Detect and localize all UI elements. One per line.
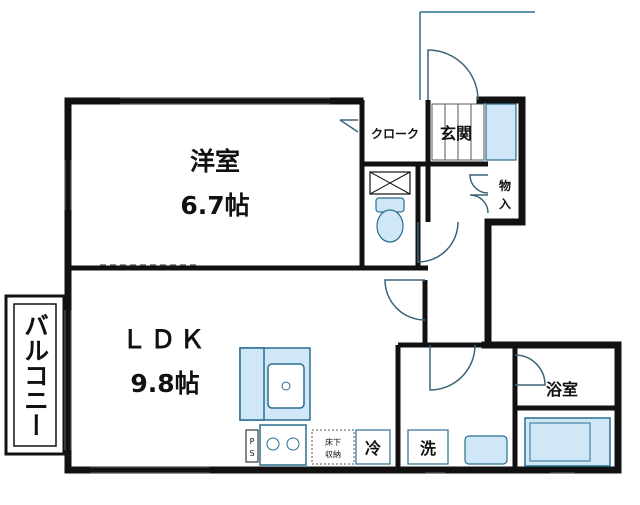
entrance-label: 玄関 — [440, 124, 472, 143]
ps-label-p: P — [250, 437, 255, 446]
floor-storage-label-2: 収納 — [325, 449, 341, 459]
bathtub — [524, 417, 611, 467]
ps-label-s: S — [249, 449, 254, 458]
storage-label-1: 物 — [499, 178, 511, 193]
bathtub-inner — [529, 422, 591, 462]
interior-walls — [68, 100, 618, 470]
washer-box — [407, 429, 449, 465]
floor-storage-label-1: 床下 — [325, 437, 341, 447]
toilet-fixture — [369, 171, 411, 243]
windows — [64, 97, 575, 474]
ldk-name: ＬＤＫ — [121, 325, 208, 354]
fridge-box — [355, 429, 391, 465]
sink-fixture — [464, 435, 508, 465]
bathroom-label: 浴室 — [546, 380, 578, 399]
western-room-name: 洋室 — [190, 147, 240, 176]
closet-label: クローク — [371, 127, 419, 141]
fridge-label: 冷 — [365, 439, 381, 458]
entrance-tiles — [431, 103, 485, 161]
storage-label-2: 入 — [499, 197, 511, 211]
ldk-size: 9.8帖 — [130, 369, 199, 398]
floor-storage-box — [311, 429, 355, 465]
balcony — [4, 294, 66, 456]
approach-lines — [419, 11, 535, 100]
shoe-box — [485, 103, 517, 161]
doors — [339, 49, 546, 391]
ps-box — [245, 429, 259, 463]
exterior-walls — [64, 96, 622, 474]
western-room-size: 6.7帖 — [180, 191, 249, 220]
washer-label: 洗 — [420, 439, 436, 458]
kitchen-counter — [239, 347, 311, 466]
balcony-label: バルコニー — [21, 313, 50, 438]
